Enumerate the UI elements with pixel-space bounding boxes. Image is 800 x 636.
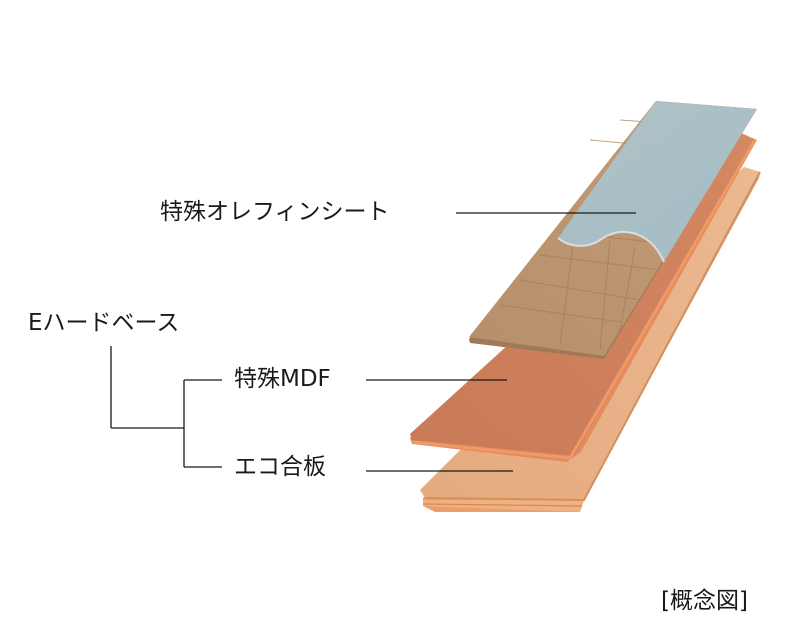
olefin-sheet-layer	[469, 101, 757, 359]
e-hard-base-label: Eハードベース	[28, 310, 180, 336]
diagram-caption: [概念図]	[661, 588, 748, 614]
leader-lines	[110, 212, 636, 472]
eco-plywood-label: エコ合板	[234, 454, 326, 480]
special-mdf-label: 特殊MDF	[234, 366, 331, 392]
olefin-sheet-label: 特殊オレフィンシート	[160, 199, 390, 225]
